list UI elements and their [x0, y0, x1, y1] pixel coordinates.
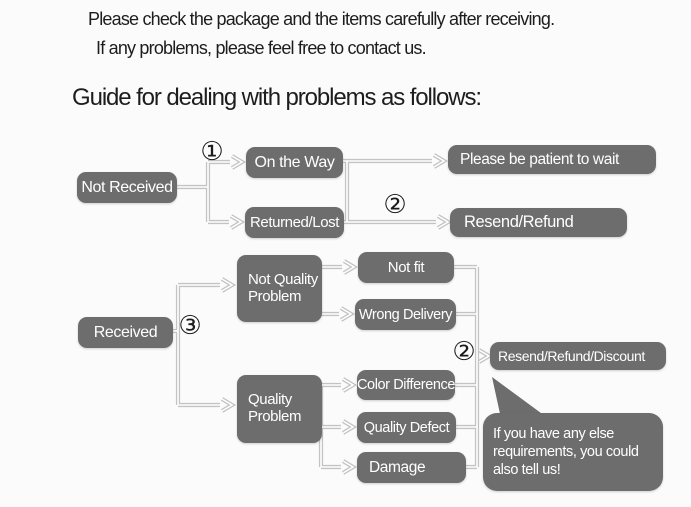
node-received: Received [78, 317, 173, 348]
speech-bubble-text: If you have any else requirements, you c… [493, 425, 639, 479]
node-returned-lost: Returned/Lost [245, 207, 344, 238]
node-please-be-patient: Please be patient to wait [448, 145, 656, 174]
node-on-the-way: On the Way [246, 147, 343, 178]
step-marker-2b: ② [452, 337, 476, 367]
node-damage: Damage [357, 452, 466, 483]
node-not-fit: Not fit [358, 252, 454, 283]
node-color-difference: Color Difference [357, 370, 455, 400]
node-wrong-delivery: Wrong Delivery [355, 299, 456, 330]
notice-line-2: If any problems, please feel free to con… [96, 38, 427, 58]
step-marker-2: ② [383, 190, 407, 220]
step-marker-3: ③ [178, 311, 202, 341]
guide-heading: Guide for dealing with problems as follo… [72, 84, 482, 111]
node-resend-refund-discount: Resend/Refund/Discount [490, 342, 666, 370]
node-not-quality-problem: Not Quality Problem [237, 255, 322, 322]
node-resend-refund: Resend/Refund [450, 208, 627, 237]
speech-bubble-tail [492, 377, 545, 423]
node-not-received: Not Received [77, 172, 177, 203]
speech-bubble: If you have any else requirements, you c… [483, 413, 663, 491]
step-marker-1: ① [200, 137, 224, 167]
node-quality-defect: Quality Defect [357, 412, 456, 443]
node-quality-problem: Quality Problem [237, 375, 322, 443]
notice-line-1: Please check the package and the items c… [88, 9, 555, 29]
